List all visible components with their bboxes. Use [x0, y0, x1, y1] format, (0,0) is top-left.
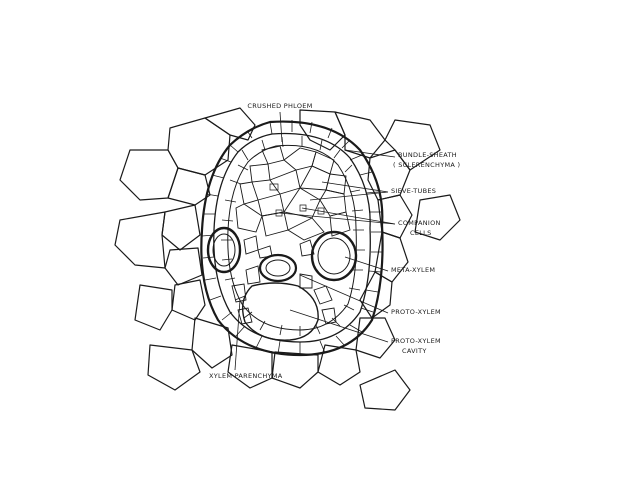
label-proto-xylem-cavity: PROTO-XYLEM [391, 337, 441, 345]
label-cavity: CAVITY [402, 347, 427, 355]
label-xylem-parenchyma: XYLEM PARENCHYMA [209, 372, 283, 380]
label-sclerenchyma: ( SCLERENCHYMA ) [393, 161, 461, 169]
leader-lines [234, 111, 396, 371]
label-crushed-phloem: CRUSHED PHLOEM [247, 102, 313, 110]
label-companion: COMPANION [398, 219, 441, 227]
vascular-bundle [200, 120, 384, 357]
label-proto-xylem: PROTO-XYLEM [391, 308, 441, 316]
xylem-vessels [206, 226, 358, 341]
label-cells: CELLS [410, 229, 432, 237]
label-bundle-sheath: BUNDLE-SHEATH [398, 151, 457, 159]
label-meta-xylem: META-XYLEM [391, 266, 436, 274]
crushed-phloem-region [235, 145, 351, 241]
xylem-parenchyma-cells [231, 235, 337, 325]
label-sieve-tubes: SIEVE-TUBES [391, 187, 437, 195]
